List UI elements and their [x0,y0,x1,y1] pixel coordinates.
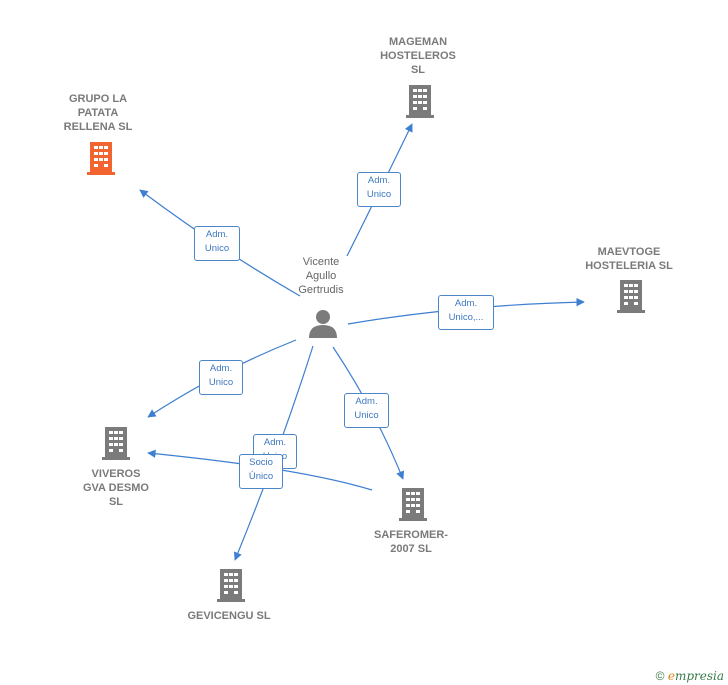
building-icon-saferomer [399,488,427,521]
company-label-saferomer[interactable]: SAFEROMER- 2007 SL [374,529,448,555]
copyright-symbol: © [655,669,665,683]
building-icon-maevtoge [617,280,645,313]
edge-label-socio[interactable]: Socio Único [239,454,283,489]
person-icon [309,310,337,338]
company-label-grupo[interactable]: GRUPO LA PATATA RELLENA SL [63,93,133,133]
company-label-gevicengu[interactable]: GEVICENGU SL [187,610,271,622]
edge-label-mageman[interactable]: Adm. Unico [357,172,401,207]
edge-label-grupo[interactable]: Adm. Unico [194,226,240,261]
brand-footer: © empresia [656,669,724,683]
building-icon-gevicengu [217,569,245,602]
building-icon-mageman [406,85,434,118]
building-icon-viveros [102,427,130,460]
brand-logo-rest: mpresia [674,669,724,683]
company-label-maevtoge[interactable]: MAEVTOGE HOSTELERIA SL [585,246,673,272]
edge-label-maevtoge[interactable]: Adm. Unico,... [438,295,494,330]
building-icon-grupo [87,142,115,175]
edge-label-saferomer[interactable]: Adm. Unico [344,393,389,428]
company-label-viveros[interactable]: VIVEROS GVA DESMO SL [82,468,149,508]
brand-logo-initial: e [667,669,675,683]
person-name-label[interactable]: Vicente Agullo Gertrudis [298,256,344,296]
company-label-mageman[interactable]: MAGEMAN HOSTELEROS SL [380,36,456,76]
edge-label-viveros[interactable]: Adm. Unico [199,360,243,395]
brand-logo: empresia [668,669,724,683]
